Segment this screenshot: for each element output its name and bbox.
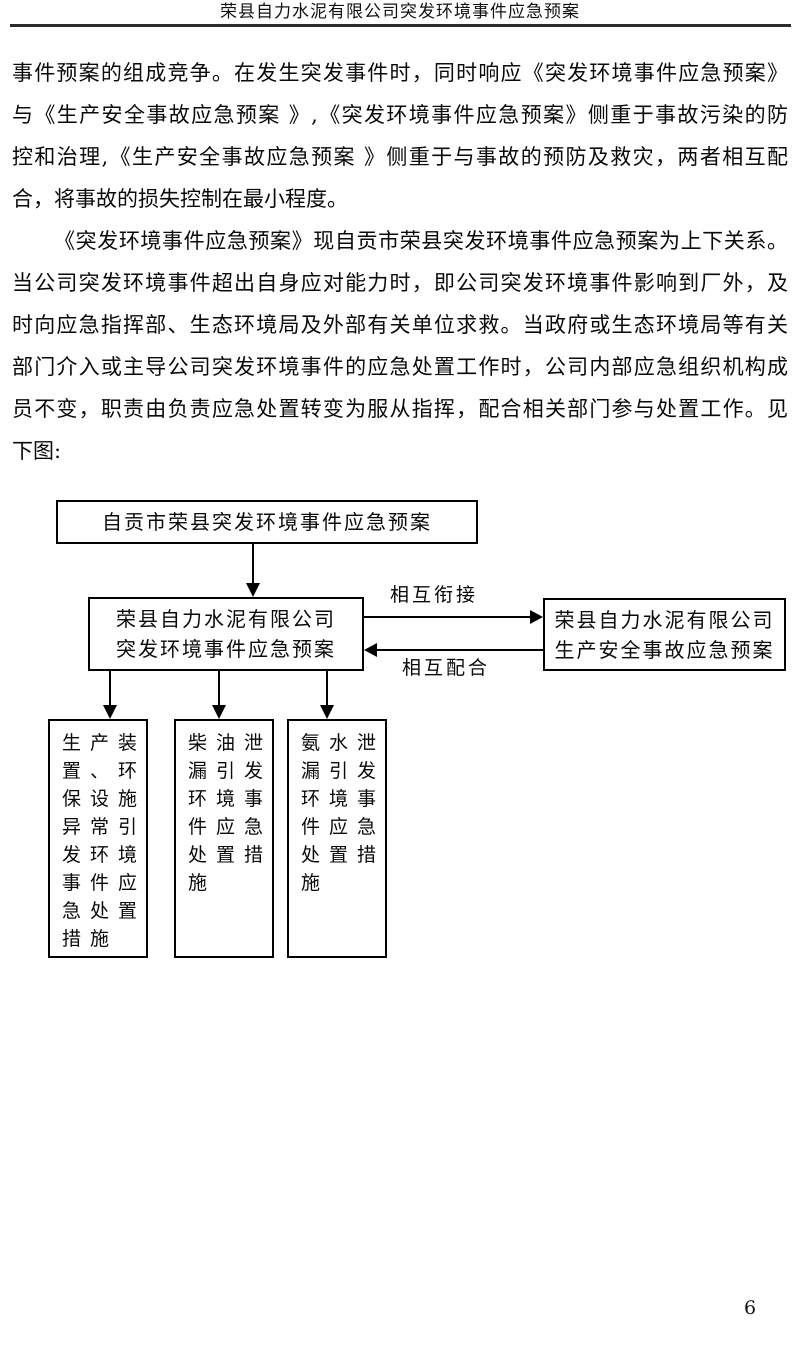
arrow-to-measure1-head-icon — [103, 705, 117, 719]
arrow-to-measure1-line — [109, 671, 111, 706]
paragraph1-line2: 与《生产安全事故应急预案 》,《突发环境事件应急预案》侧重于事故污染的防 — [12, 103, 788, 127]
paragraph2-line5: 员不变，职责由负责应急处置转变为服从指挥，配合相关部门参与处置工作。见 — [12, 397, 788, 421]
arrow-env-to-safety-head-icon — [530, 610, 543, 624]
paragraph1-line3: 控和治理,《生产安全事故应急预案 》侧重于与事故的预防及救灾，两者相互配 — [12, 145, 788, 169]
company-env-plan-box: 荣县自力水泥有限公司 突发环境事件应急预案 — [88, 597, 364, 671]
page-number: 6 — [744, 1297, 757, 1319]
paragraph2-line4: 部门介入或主导公司突发环境事件的应急处置工作时，公司内部应急组织机构成 — [12, 355, 788, 379]
county-plan-label: 自贡市荣县突发环境事件应急预案 — [102, 510, 432, 534]
company-env-plan-line2: 突发环境事件应急预案 — [116, 637, 336, 661]
arrow-safety-to-env-head-icon — [364, 643, 377, 657]
link-label: 相互衔接 — [390, 584, 479, 606]
arrow-env-to-safety-line — [364, 616, 531, 618]
arrow-county-to-company-line — [252, 544, 254, 584]
page-header-title: 荣县自力水泥有限公司突发环境事件应急预案 — [220, 2, 580, 22]
measure-box-diesel-leak: 柴油泄漏引发环境事件应急处置措施 — [174, 719, 274, 958]
county-plan-box: 自贡市荣县突发环境事件应急预案 — [56, 500, 478, 544]
arrow-to-measure3-line — [326, 671, 328, 706]
paragraph2-line6: 下图: — [12, 439, 62, 463]
arrow-county-to-company-head-icon — [246, 583, 260, 597]
header-rule — [10, 24, 791, 27]
paragraph2-line2: 当公司突发环境事件超出自身应对能力时，即公司突发环境事件影响到厂外，及 — [12, 271, 788, 295]
company-safety-plan-line2: 生产安全事故应急预案 — [554, 637, 775, 662]
cooperate-label: 相互配合 — [402, 657, 491, 679]
company-env-plan-line1: 荣县自力水泥有限公司 — [116, 607, 336, 631]
paragraph2-line1: 《突发环境事件应急预案》现自贡市荣县突发环境事件应急预案为上下关系。 — [54, 229, 788, 253]
arrow-to-measure3-head-icon — [320, 705, 334, 719]
paragraph2-line3: 时向应急指挥部、生态环境局及外部有关单位求救。当政府或生态环境局等有关 — [12, 313, 788, 337]
measure-box-production-facility: 生产装置、环保设施异常引发环境事件应急处置措施 — [48, 719, 148, 958]
paragraph1-line1: 事件预案的组成竞争。在发生突发事件时，同时响应《突发环境事件应急预案》 — [12, 61, 788, 85]
body-text: 事件预案的组成竞争。在发生突发事件时，同时响应《突发环境事件应急预案》 与《生产… — [12, 52, 788, 472]
paragraph1-line4: 合，将事故的损失控制在最小程度。 — [12, 187, 348, 211]
arrow-to-measure2-head-icon — [212, 705, 226, 719]
arrow-to-measure2-line — [218, 671, 220, 706]
company-safety-plan-box: 荣县自力水泥有限公司 生产安全事故应急预案 — [543, 598, 786, 671]
measure-box-ammonia-leak: 氨水泄漏引发环境事件应急处置措施 — [287, 719, 387, 958]
arrow-safety-to-env-line — [376, 649, 543, 651]
company-safety-plan-line1: 荣县自力水泥有限公司 — [554, 607, 775, 632]
